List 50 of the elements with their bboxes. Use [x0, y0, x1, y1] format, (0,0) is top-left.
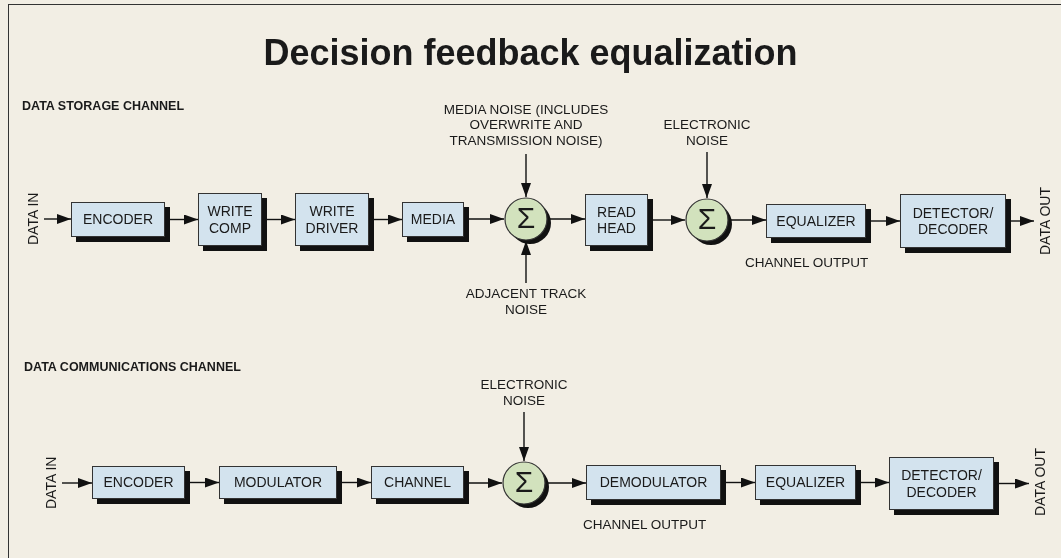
summing-junction [685, 198, 733, 246]
section-heading: DATA STORAGE CHANNEL [22, 99, 185, 113]
summing-junction [502, 461, 550, 509]
noise-label: MEDIA NOISE (INCLUDES OVERWRITE AND TRANSMISSION NOISE) [430, 98, 622, 152]
noise-label: ELECTRONIC NOISE [655, 116, 759, 150]
arrow [189, 477, 220, 488]
output-label: DATA OUT [1036, 180, 1054, 262]
input-label: DATA IN [42, 447, 60, 519]
arrow [169, 214, 199, 225]
section-heading: DATA COMMUNICATIONS CHANNEL [24, 360, 241, 374]
process-block: WRITE DRIVER [295, 193, 374, 251]
process-block: EQUALIZER [755, 465, 861, 505]
process-block: ENCODER [92, 466, 190, 504]
summing-junction [504, 197, 552, 245]
process-block: CHANNEL [371, 466, 469, 504]
diagram-title: Decision feedback equalization [263, 32, 798, 74]
process-block: WRITE COMP [198, 193, 267, 251]
process-block: MEDIA [402, 202, 469, 242]
output-label: DATA OUT [1031, 441, 1049, 523]
process-block: DEMODULATOR [586, 465, 726, 505]
arrow [373, 214, 403, 225]
process-block: DETECTOR/ DECODER [889, 457, 999, 515]
signal-label: CHANNEL OUTPUT [745, 255, 869, 270]
arrow [725, 477, 756, 488]
summation-symbol: Σ [516, 203, 536, 233]
input-label: DATA IN [24, 183, 42, 255]
arrow [519, 411, 529, 462]
arrow [468, 214, 505, 224]
signal-label: CHANNEL OUTPUT [583, 517, 707, 532]
process-block: DETECTOR/ DECODER [900, 194, 1011, 253]
noise-label: ELECTRONIC NOISE [472, 376, 576, 410]
arrow [43, 214, 72, 224]
arrow [468, 478, 503, 488]
process-block: ENCODER [71, 202, 170, 242]
process-block: MODULATOR [219, 466, 342, 504]
process-block: READ HEAD [585, 194, 653, 251]
arrow [266, 214, 296, 225]
arrow [998, 478, 1030, 489]
arrow [61, 478, 93, 488]
summation-symbol: Σ [697, 204, 717, 234]
process-block: EQUALIZER [766, 204, 871, 243]
arrow [702, 151, 712, 199]
arrow [860, 477, 890, 488]
summation-symbol: Σ [514, 467, 534, 497]
arrow [1010, 216, 1035, 226]
noise-label: ADJACENT TRACK NOISE [450, 285, 602, 319]
arrow [870, 216, 901, 226]
arrow [341, 477, 372, 488]
arrow [521, 153, 531, 198]
arrow [652, 215, 686, 225]
